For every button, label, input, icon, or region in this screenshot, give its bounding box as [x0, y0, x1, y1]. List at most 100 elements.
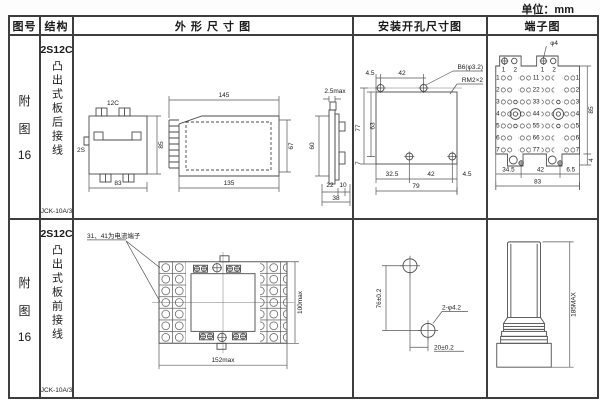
svg-text:4: 4	[496, 111, 500, 118]
dim-label: 4	[588, 158, 595, 162]
col-label: 1	[502, 66, 506, 73]
relay-side-silhouette	[496, 241, 552, 368]
svg-text:22: 22	[533, 87, 540, 94]
unit-label: 单位：mm	[521, 4, 574, 16]
front-view: 12C 2S 85 83	[77, 100, 165, 192]
dim-label: 83	[534, 178, 541, 185]
dim-label: 32.5	[386, 171, 399, 178]
mounting-drawing-row1: 4.5 42 B6(φ3.2) RM2×2 77 63 7 32.5 42 4.…	[354, 36, 488, 220]
dim-label: 7	[355, 161, 362, 165]
terminal-blocks	[159, 261, 287, 344]
fig-char: 附	[18, 94, 31, 108]
dim-label: 42	[398, 70, 406, 77]
svg-text:6: 6	[496, 135, 500, 142]
svg-text:1: 1	[576, 75, 580, 82]
dim-label: 79	[412, 183, 420, 190]
dim-label: 67	[288, 142, 295, 150]
header-fig-no: 图号	[10, 17, 41, 36]
svg-text:6: 6	[576, 135, 580, 142]
mounting-svg-row2: 76±0.2 20±0.2 2-φ4.2	[376, 255, 468, 352]
svg-text:7: 7	[576, 147, 580, 154]
outline-drawing-row2: 31、41为电流端子	[74, 220, 354, 397]
model-label: 2S12C	[41, 44, 73, 56]
mounting-holes	[375, 83, 458, 162]
header-terminal: 端子图	[488, 17, 597, 36]
svg-text:44: 44	[533, 111, 540, 118]
relay-code: JCK-10A/3	[41, 387, 73, 394]
svg-text:2: 2	[576, 87, 580, 94]
fig-char: 16	[17, 148, 32, 162]
structure-row2: 2S12C 凸出式板前接线 JCK-10A/3	[41, 220, 74, 397]
dim-label: 83	[114, 180, 122, 187]
structure-row1: 2S12C 凸出式板后接线 JCK-10A/3	[41, 36, 74, 220]
dim-label: 42	[537, 166, 544, 173]
svg-text:5: 5	[576, 123, 580, 130]
dim-label: 4.5	[365, 70, 374, 77]
fig-char: 附	[18, 275, 31, 290]
dim-label: 135	[224, 180, 235, 187]
structure-desc: 凸出式板后接线	[50, 60, 63, 158]
dim-label: 42	[427, 171, 435, 178]
outline-drawing-row1: 12C 2S 85 83 145 135 67	[74, 36, 354, 220]
model-label: 2S12C	[41, 228, 73, 240]
svg-text:11: 11	[533, 75, 540, 82]
hole-spec-label: 2-φ4.2	[442, 305, 461, 312]
dim-label: 100max	[297, 290, 304, 314]
edge-view: 2.5max 60 22 10 38	[309, 88, 351, 206]
dim-label: 60	[309, 142, 316, 150]
terminal-grid	[500, 72, 576, 156]
fig-number-row2: 附 图 16	[10, 220, 41, 397]
dim-label: 145	[219, 92, 230, 99]
mounting-drawing-row2: 76±0.2 20±0.2 2-φ4.2	[354, 220, 488, 397]
fig-char: 图	[18, 122, 31, 136]
structure-desc: 凸出式板前接线	[50, 244, 63, 342]
header-outline: 外 形 尺 寸 图	[74, 17, 354, 36]
top-hardware	[193, 255, 241, 273]
dim-label: 76±0.2	[376, 288, 383, 308]
foot-screws	[508, 155, 563, 166]
dim-label: 22	[326, 182, 334, 189]
dim-label: 34.5	[502, 166, 515, 173]
dim-label: 152max	[211, 357, 235, 364]
side-view: 145 135 67	[168, 92, 295, 192]
col-label: 1	[541, 66, 545, 73]
dim-label: 4.5	[462, 171, 471, 178]
svg-text:7: 7	[496, 147, 500, 154]
terminal-svg-row2: 185MAX	[496, 241, 578, 368]
hole-spec-label: B6(φ3.2)	[457, 64, 483, 71]
fig-number-row1: 附 图 16	[10, 36, 41, 220]
current-terminal-note: 31、41为电流端子	[87, 231, 141, 240]
svg-text:4: 4	[576, 111, 580, 118]
fig-char: 图	[18, 303, 31, 318]
svg-text:2: 2	[496, 87, 500, 94]
outline-svg-row1: 12C 2S 85 83 145 135 67	[77, 88, 351, 206]
dim-label: 20±0.2	[434, 344, 454, 351]
svg-text:3: 3	[576, 99, 580, 106]
dim-label: 38	[332, 195, 340, 202]
outline-svg-row2: 31、41为电流端子	[87, 231, 304, 370]
fig-char: 16	[17, 329, 32, 344]
dim-label: 185MAX	[571, 291, 578, 316]
dim-label: 2S	[77, 147, 86, 154]
col-label: 2	[513, 66, 517, 73]
dim-label: 77	[355, 124, 362, 132]
svg-text:66: 66	[533, 135, 540, 142]
svg-text:33: 33	[533, 99, 540, 106]
tab-screws	[500, 57, 557, 65]
dim-label: φ4	[550, 40, 558, 47]
dim-label: 12C	[107, 100, 119, 107]
dim-label: 2.5max	[324, 88, 346, 95]
svg-text:3: 3	[496, 99, 500, 106]
mounting-svg-row1: 4.5 42 B6(φ3.2) RM2×2 77 63 7 32.5 42 4.…	[355, 64, 484, 195]
dim-label: 85	[158, 141, 165, 149]
header-mounting: 安装开孔尺寸图	[354, 17, 488, 36]
svg-text:1: 1	[496, 75, 500, 82]
dim-label: 63	[370, 122, 377, 130]
dim-label: 85	[588, 106, 595, 114]
spec-table: 图号 结构 外 形 尺 寸 图 安装开孔尺寸图 端子图 附 图 16 2S12C…	[8, 15, 599, 399]
relay-code: JCK-10A/3	[41, 208, 73, 215]
thread-spec-label: RM2×2	[462, 77, 484, 84]
